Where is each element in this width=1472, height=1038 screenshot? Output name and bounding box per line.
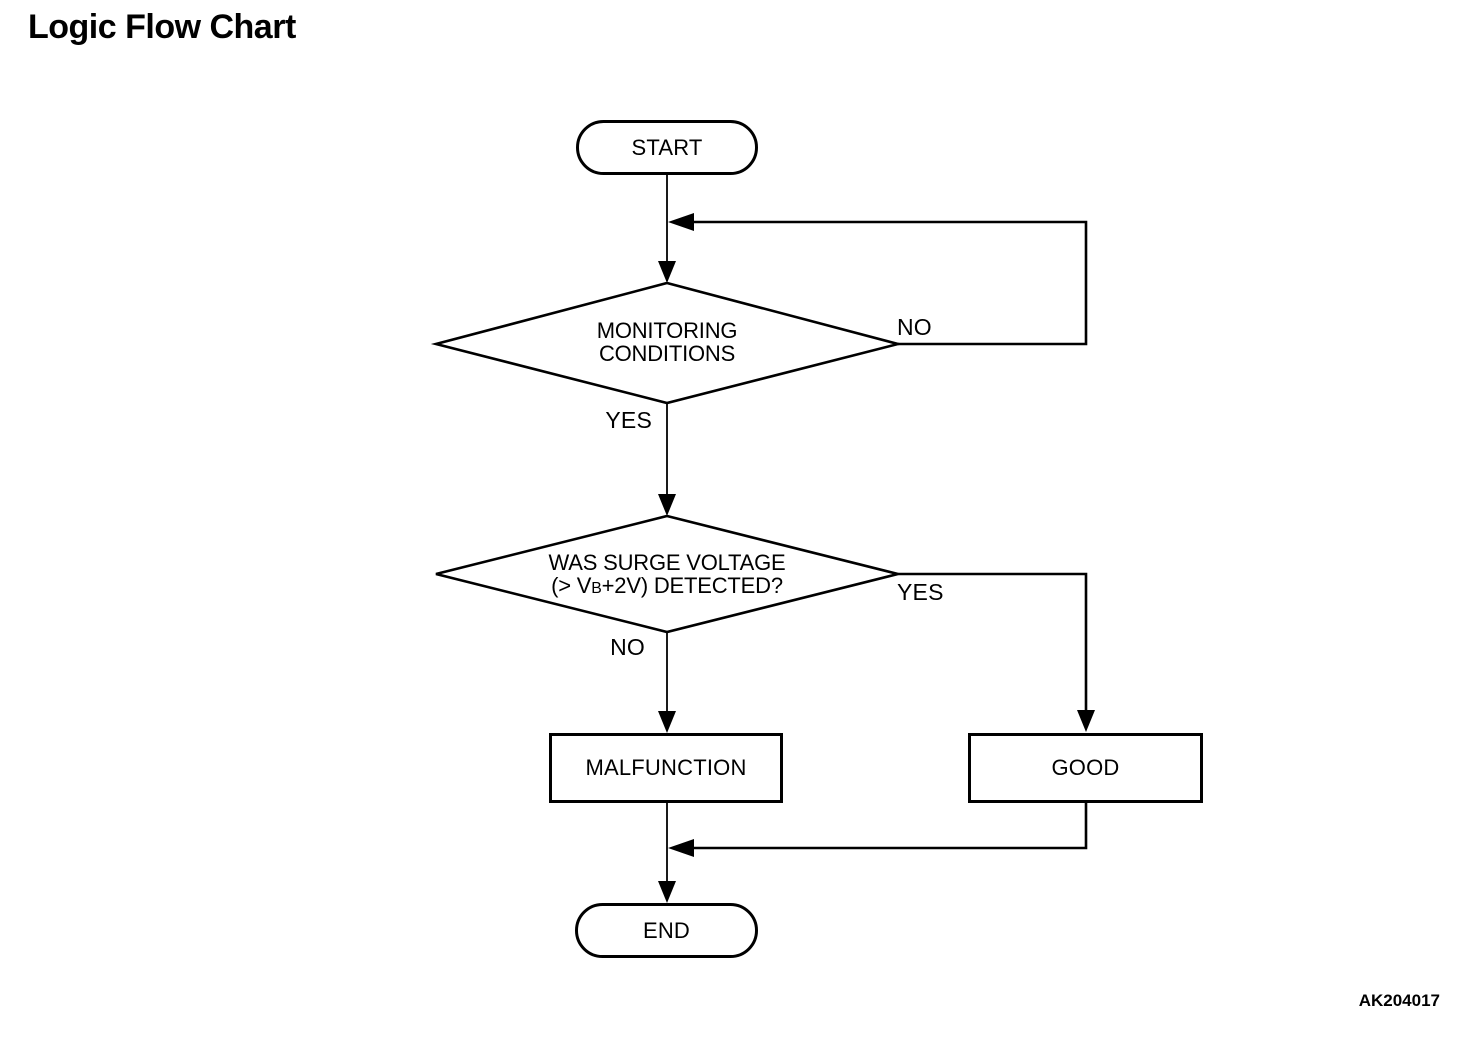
surge-voltage-text: WAS SURGE VOLTAGE (> VB+2V) DETECTED? (487, 551, 847, 600)
monitoring-yes-label: YES (605, 407, 652, 433)
arrowhead-into-monitoring (658, 261, 676, 283)
arrowhead-into-malfunction (658, 711, 676, 733)
surge-text-line1: WAS SURGE VOLTAGE (548, 550, 786, 575)
good-node-label: GOOD (1051, 755, 1120, 780)
decision-surge-voltage (435, 514, 899, 634)
edge-monitoring-no-loop (694, 220, 1088, 346)
monitoring-text-line2: CONDITIONS (598, 341, 736, 366)
start-node-label: START (631, 134, 703, 160)
arrowhead-into-surge (658, 494, 676, 516)
end-node-label: END (642, 917, 691, 943)
arrowhead-into-good (1077, 710, 1095, 732)
edge-lines (666, 175, 1088, 899)
surge-line2-post: +2V) DETECTED? (601, 573, 783, 598)
edge-surge-yes-to-good (898, 572, 1088, 728)
arrowhead-no-loop (668, 213, 694, 231)
malfunction-node: MALFUNCTION (549, 733, 783, 803)
end-node: END (575, 903, 758, 958)
arrowhead-good-return (668, 839, 694, 857)
page-title: Logic Flow Chart (28, 8, 296, 46)
surge-yes-label: YES (897, 579, 944, 605)
arrowheads (658, 213, 1095, 903)
start-node: START (576, 120, 758, 175)
monitoring-conditions-text: MONITORING CONDITIONS (517, 319, 817, 365)
surge-vb-subscript: B (591, 580, 602, 597)
decision-monitoring-conditions (430, 281, 904, 405)
good-node: GOOD (968, 733, 1203, 803)
edge-good-return (694, 803, 1088, 850)
decision-shapes (430, 281, 904, 634)
surge-no-label: NO (610, 634, 645, 660)
arrowhead-into-end (658, 881, 676, 903)
malfunction-node-label: MALFUNCTION (585, 755, 747, 780)
surge-text-line2: (> VB+2V) DETECTED? (487, 574, 847, 600)
figure-code: AK204017 (1358, 991, 1440, 1010)
surge-line2-pre: (> V (551, 573, 592, 598)
monitoring-text-line1: MONITORING (596, 318, 738, 343)
monitoring-no-label: NO (897, 314, 932, 340)
